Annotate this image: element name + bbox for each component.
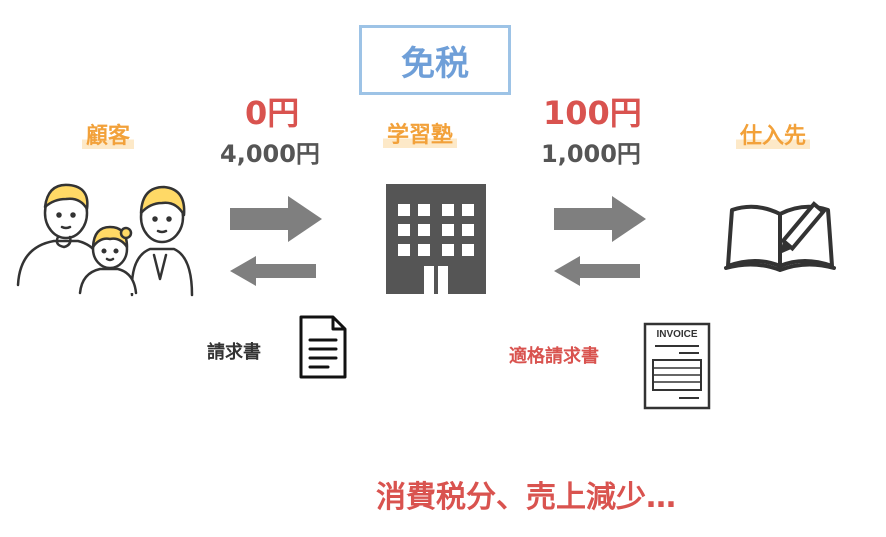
invoice-icon: INVOICE (643, 322, 711, 410)
book-pen-icon (724, 201, 836, 272)
conclusion-text: 消費税分、売上減少… (376, 480, 676, 515)
arrow-right-right (554, 196, 646, 242)
invoice-header-text: INVOICE (656, 329, 697, 340)
invoice-label: 請求書 (207, 342, 261, 363)
school-label: 学習塾 (383, 117, 458, 149)
document-icon (299, 315, 347, 379)
family-icon (16, 183, 194, 297)
tax-exempt-label: 免税 (401, 43, 469, 84)
price-amount-right: 1,000円 (541, 140, 641, 168)
tax-exempt-badge: 免税 (359, 25, 511, 95)
arrow-right-left (230, 196, 322, 242)
customer-label: 顧客 (82, 118, 135, 150)
consumption-tax-amount-right: 100円 (543, 94, 642, 132)
supplier-label: 仕入先 (736, 118, 811, 150)
building-icon (386, 184, 486, 294)
price-amount-left: 4,000円 (220, 140, 320, 168)
consumption-tax-amount-left: 0円 (245, 94, 300, 132)
arrow-left-left (230, 256, 316, 286)
qualified-invoice-label: 適格請求書 (509, 346, 599, 367)
arrow-left-right (554, 256, 640, 286)
